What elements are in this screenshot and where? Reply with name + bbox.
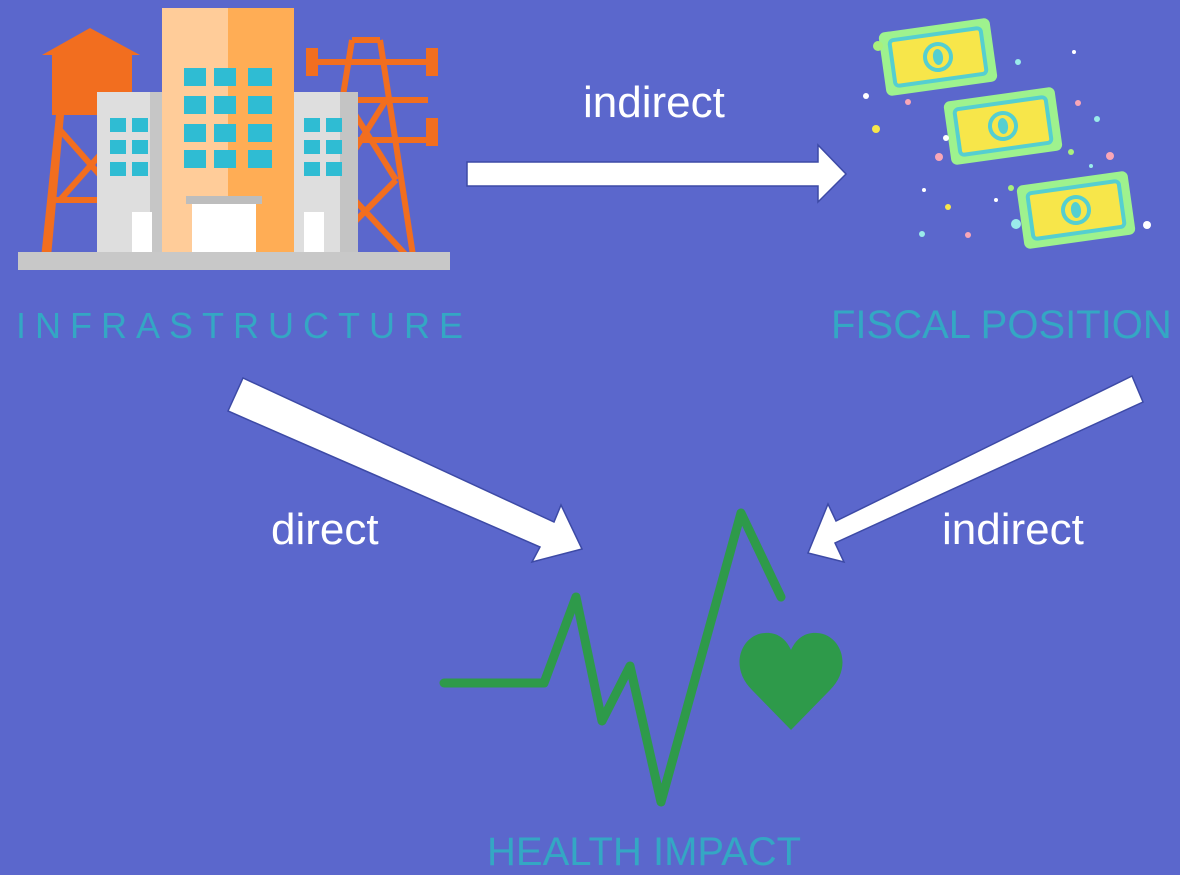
arrow-infrastructure-to-health: [227, 377, 584, 564]
infrastructure-buildings-icon: [18, 8, 450, 270]
edge-label-fiscal-health: indirect: [942, 505, 1084, 554]
fiscal-position-node-label: FISCAL POSITION: [831, 303, 1172, 347]
edge-label-infrastructure-fiscal: indirect: [583, 78, 725, 127]
heartbeat-heart-icon: [439, 508, 843, 807]
arrow-fiscal-to-health: [806, 374, 1144, 564]
health-impact-node-label: HEALTH IMPACT: [487, 830, 802, 874]
infrastructure-node-label: INFRASTRUCTURE: [16, 305, 472, 346]
edge-label-infrastructure-health: direct: [271, 505, 379, 554]
money-bills-icon: [863, 18, 1151, 249]
arrow-infrastructure-to-fiscal: [466, 143, 848, 204]
